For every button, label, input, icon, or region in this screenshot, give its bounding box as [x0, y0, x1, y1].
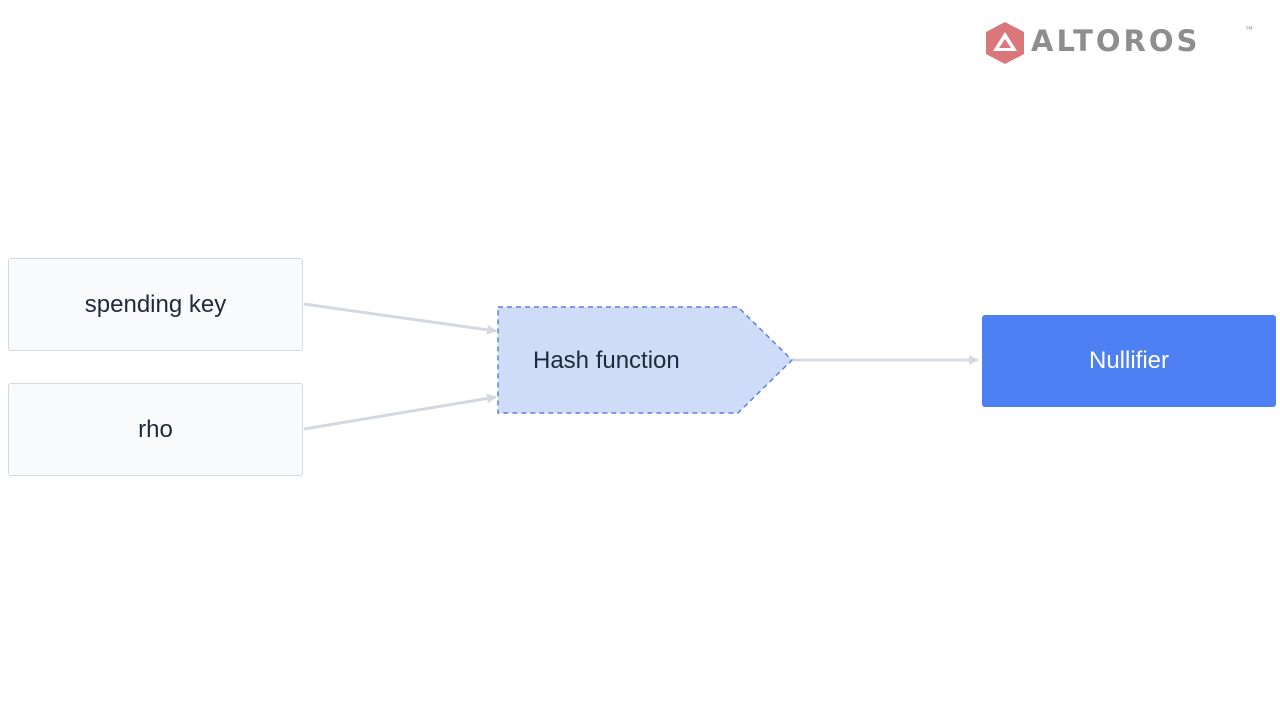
node-spending-key: spending key — [8, 258, 303, 351]
edge-spending-key-to-hash — [303, 302, 497, 335]
trademark-symbol: ™ — [1245, 25, 1253, 34]
altoros-wordmark: ALTOROS — [1031, 24, 1201, 58]
hash-function-shape — [497, 306, 794, 414]
node-hash-function: Hash function — [498, 307, 738, 414]
node-nullifier: Nullifier — [982, 315, 1276, 407]
edge-rho-to-hash — [303, 393, 497, 431]
altoros-logo: ALTOROS ™ — [983, 20, 1258, 66]
node-nullifier-label: Nullifier — [1088, 347, 1169, 374]
node-hash-function-label: Hash function — [533, 346, 680, 374]
node-spending-key-label: spending key — [84, 290, 227, 318]
node-rho: rho — [8, 383, 303, 476]
altoros-logo-icon — [986, 22, 1024, 64]
node-rho-label: rho — [138, 415, 173, 443]
